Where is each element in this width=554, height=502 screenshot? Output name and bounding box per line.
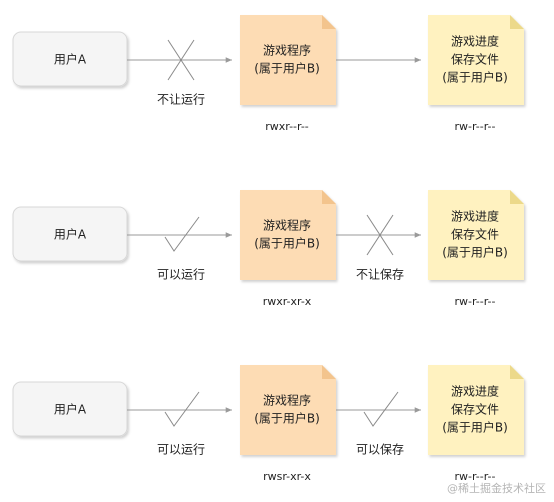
program-label: 游戏程序	[263, 43, 311, 58]
program-permission: rwxr-xr-x	[263, 295, 312, 308]
user-label: 用户A	[54, 402, 87, 417]
save-file-label: (属于用户B)	[442, 245, 508, 260]
file-permission: rw-r--r--	[454, 470, 495, 483]
program-label: 游戏程序	[263, 218, 311, 233]
save-file-label: 游戏进度	[451, 209, 499, 224]
user-label: 用户A	[54, 227, 87, 242]
watermark: @稀土掘金技术社区	[447, 482, 546, 495]
save-file-label: (属于用户B)	[442, 70, 508, 85]
user-box: 用户A	[12, 206, 128, 262]
program-label: (属于用户B)	[254, 61, 320, 76]
save-file-label: 游戏进度	[451, 384, 499, 399]
program-document	[240, 190, 336, 280]
link-label-save: 可以保存	[356, 443, 404, 457]
user-label: 用户A	[54, 52, 87, 67]
file-permission: rw-r--r--	[454, 295, 495, 308]
save-file-label: 游戏进度	[451, 34, 499, 49]
save-file-label: 保存文件	[451, 227, 499, 242]
link-label-run: 可以运行	[157, 268, 205, 282]
save-file-document	[428, 15, 524, 105]
save-file-document	[428, 365, 524, 455]
program-label: 游戏程序	[263, 393, 311, 408]
program-permission: rwsr-xr-x	[263, 470, 311, 483]
program-document	[240, 15, 336, 105]
cross-icon	[167, 39, 195, 81]
user-box: 用户A	[12, 381, 128, 437]
user-box: 用户A	[12, 31, 128, 87]
program-document	[240, 365, 336, 455]
save-file-label: 保存文件	[451, 402, 499, 417]
check-icon	[363, 391, 399, 427]
program-label: (属于用户B)	[254, 236, 320, 251]
link-label-run: 不让运行	[157, 93, 205, 107]
save-file-document	[428, 190, 524, 280]
file-permission: rw-r--r--	[454, 120, 495, 133]
check-icon	[164, 391, 200, 427]
program-permission: rwxr--r--	[265, 120, 309, 133]
check-icon	[164, 216, 200, 252]
save-file-label: (属于用户B)	[442, 420, 508, 435]
program-label: (属于用户B)	[254, 411, 320, 426]
link-label-run: 可以运行	[157, 443, 205, 457]
cross-icon	[366, 214, 394, 256]
save-file-label: 保存文件	[451, 52, 499, 67]
link-label-save: 不让保存	[356, 268, 404, 282]
